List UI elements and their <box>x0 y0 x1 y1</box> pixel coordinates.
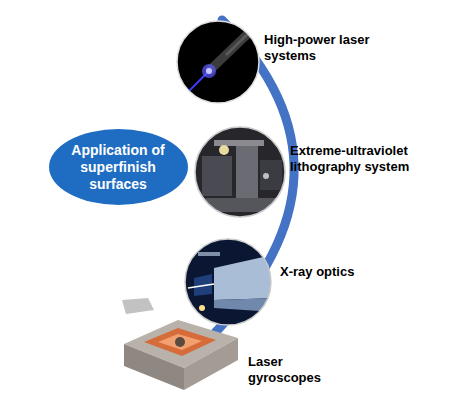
topic-text: Application of superfinish surfaces <box>66 142 170 193</box>
laser-illustration <box>176 20 260 104</box>
application-item: Extreme-ultraviolet lithography system <box>194 126 286 218</box>
euv-illustration <box>194 126 286 218</box>
application-item: X-ray optics <box>184 238 272 326</box>
topic-ellipse: Application of superfinish surfaces <box>48 128 189 206</box>
application-label: X-ray optics <box>280 264 390 280</box>
application-item: Laser gyroscopes <box>118 298 242 394</box>
gyro-illustration <box>118 298 242 394</box>
application-label: High-power laser systems <box>264 32 399 64</box>
xray-illustration <box>184 238 272 326</box>
application-item: High-power laser systems <box>176 20 260 104</box>
application-label: Extreme-ultraviolet lithography system <box>290 143 430 175</box>
application-label: Laser gyroscopes <box>248 354 338 386</box>
